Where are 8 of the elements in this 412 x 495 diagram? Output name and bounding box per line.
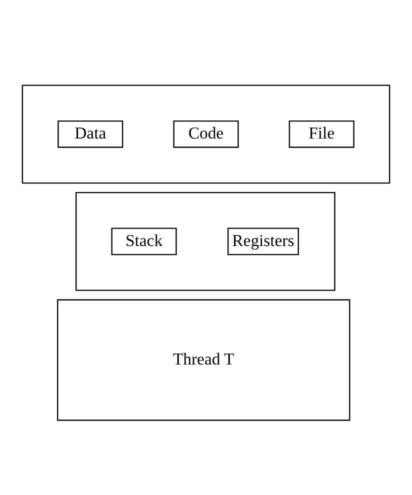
node-box: Registers [227,227,299,255]
cluster [75,191,336,290]
node-box: Code [173,120,239,148]
node-box: Stack [111,227,177,255]
cluster [22,84,390,184]
node-box: Data [58,120,124,148]
node-box: Thread T [57,298,350,420]
node-box: File [288,120,354,148]
